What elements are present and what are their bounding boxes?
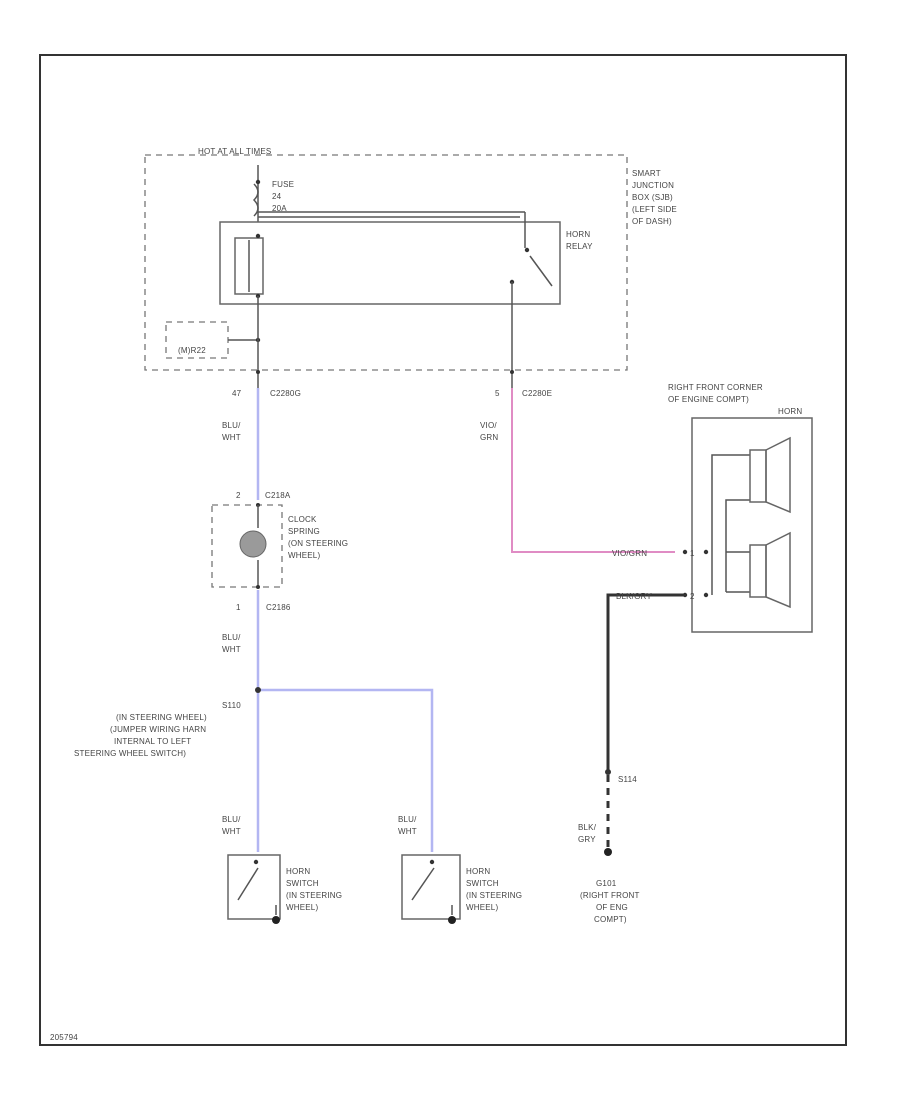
horn-switch-1-label-line-3: (IN STEERING [286, 891, 342, 900]
c2186-pin: 1 [236, 603, 241, 612]
clock-spring-outline [211, 504, 283, 588]
fuse-label-line-2: 24 [272, 192, 282, 201]
horn-switch-2-label-line-3: (IN STEERING [466, 891, 522, 900]
horn-switch-2-box [401, 854, 461, 920]
horn-switch-1: HORN SWITCH (IN STEERING WHEEL) [227, 854, 342, 924]
horn-switch-2-contact-icon [411, 867, 435, 901]
ground-wire-label-b: GRY [578, 835, 596, 844]
c2280e-pin: 5 [495, 389, 500, 398]
wire-label-blu-wht-1a: BLU/ [222, 421, 241, 430]
wire-label-blu-wht-1b: WHT [222, 433, 241, 442]
power-label: HOT AT ALL TIMES [198, 147, 271, 156]
splice-label-line-3: (JUMPER WIRING HARN [110, 725, 206, 734]
ground-g101-label: G101 (RIGHT FRONT OF ENG COMPT) [580, 879, 640, 924]
horn-location-line-1: RIGHT FRONT CORNER [668, 383, 763, 392]
diagram-code: 205794 [50, 1033, 78, 1042]
clock-spring-label-line-2: SPRING [288, 527, 320, 536]
blk-gry-wire [606, 593, 685, 770]
junction-box-label: SMART JUNCTION BOX (SJB) (LEFT SIDE OF D… [632, 169, 677, 226]
wire-label-blu-wht-3a: BLU/ [222, 815, 241, 824]
splice-label-line-1: S110 [222, 701, 241, 710]
fuse-label-line-3: 20A [272, 204, 287, 213]
ground-label-line-3: OF ENG [596, 903, 628, 912]
splice-label-line-4: INTERNAL TO LEFT [114, 737, 191, 746]
splice-label-line-2: (IN STEERING WHEEL) [116, 713, 207, 722]
horn-switch-1-label-line-4: WHEEL) [286, 903, 318, 912]
vio-grn-wire [511, 388, 675, 553]
wire-label-blu-wht-3b: WHT [222, 827, 241, 836]
horn-wire-label-vio-grn: VIO/GRN [612, 549, 647, 558]
horn-speaker-icon [749, 531, 791, 609]
s114-label: S114 [618, 775, 637, 784]
junction-box-label-line-1: SMART [632, 169, 661, 178]
junction-box-outline [144, 154, 628, 371]
clock-spring-label-line-4: WHEEL) [288, 551, 320, 560]
relay-switch-icon [529, 255, 553, 287]
c218a-name: C218A [265, 491, 291, 500]
horn-speaker-icon [749, 436, 791, 514]
horn-switch-2-label-line-2: SWITCH [466, 879, 499, 888]
horn-relay: HORN RELAY [219, 212, 593, 305]
c100-pin-1: 1 [690, 549, 695, 558]
fuse-label-line-1: FUSE [272, 180, 294, 189]
clock-spring-label-line-1: CLOCK [288, 515, 317, 524]
splice-label: S110 (IN STEERING WHEEL) (JUMPER WIRING … [74, 701, 241, 758]
c218a-pin: 2 [236, 491, 241, 500]
fuse-24: FUSE 24 20A [252, 165, 294, 222]
clock-spring-label-line-3: (ON STEERING [288, 539, 348, 548]
junction-box-label-line-5: OF DASH) [632, 217, 672, 226]
wire-label-blu-wht-4a: BLU/ [398, 815, 417, 824]
horn-location-line-2: OF ENGINE COMPT) [668, 395, 749, 404]
wire-label-vio-grn-a: VIO/ [480, 421, 497, 430]
wire-label-blu-wht-4b: WHT [398, 827, 417, 836]
junction-box-label-line-2: JUNCTION [632, 181, 674, 190]
blu-wht-wire-branch [258, 688, 434, 852]
horn-wire-label-blk-gry: BLK/GRY [616, 592, 652, 601]
horn-relay-label-line-1: HORN [566, 230, 590, 239]
wire-label-blu-wht-2a: BLU/ [222, 633, 241, 642]
horn-switch-1-box [227, 854, 281, 920]
c2280e-name: C2280E [522, 389, 552, 398]
horn-relay-box [219, 221, 561, 305]
ground-wire-label-a: BLK/ [578, 823, 597, 832]
horn-switch-2: HORN SWITCH (IN STEERING WHEEL) [401, 854, 522, 924]
clock-spring: 2 C218A CLOCK SPRING (ON STEERING WHEEL) [211, 491, 348, 589]
wire-label-vio-grn-b: GRN [480, 433, 498, 442]
ground-label-line-2: (RIGHT FRONT [580, 891, 640, 900]
relay-coil-icon [234, 237, 264, 295]
c2186-name: C2186 [266, 603, 291, 612]
horn-switch-1-contact-icon [237, 867, 259, 901]
ground-icon [272, 916, 280, 924]
c100-pin-2: 2 [690, 592, 695, 601]
horn-relay-label-line-2: RELAY [566, 242, 593, 251]
ground-icon [604, 848, 612, 856]
splice-s110-dot [255, 687, 261, 693]
diagram-frame [39, 54, 847, 1046]
clock-spring-icon [239, 530, 267, 558]
horn-switch-1-label-line-1: HORN [286, 867, 310, 876]
junction-box-label-line-3: BOX (SJB) [632, 193, 673, 202]
horn-switch-2-label-line-1: HORN [466, 867, 490, 876]
c2280g-pin: 47 [232, 389, 242, 398]
wire-label-blu-wht-2b: WHT [222, 645, 241, 654]
horn-box [691, 417, 813, 633]
ground-label-line-1: G101 [596, 879, 617, 888]
horn-label: HORN [778, 407, 802, 416]
horn-assembly: RIGHT FRONT CORNER OF ENGINE COMPT) HORN… [668, 383, 813, 633]
splice-label-line-5: STEERING WHEEL SWITCH) [74, 749, 186, 758]
horn-switch-1-label-line-2: SWITCH [286, 879, 319, 888]
ground-icon [448, 916, 456, 924]
splice-s114-dot [605, 769, 611, 775]
module-label: (M)R22 [178, 346, 206, 355]
junction-box-label-line-4: (LEFT SIDE [632, 205, 677, 214]
horn-switch-2-label-line-4: WHEEL) [466, 903, 498, 912]
ground-label-line-4: COMPT) [594, 915, 627, 924]
c2280g-name: C2280G [270, 389, 301, 398]
